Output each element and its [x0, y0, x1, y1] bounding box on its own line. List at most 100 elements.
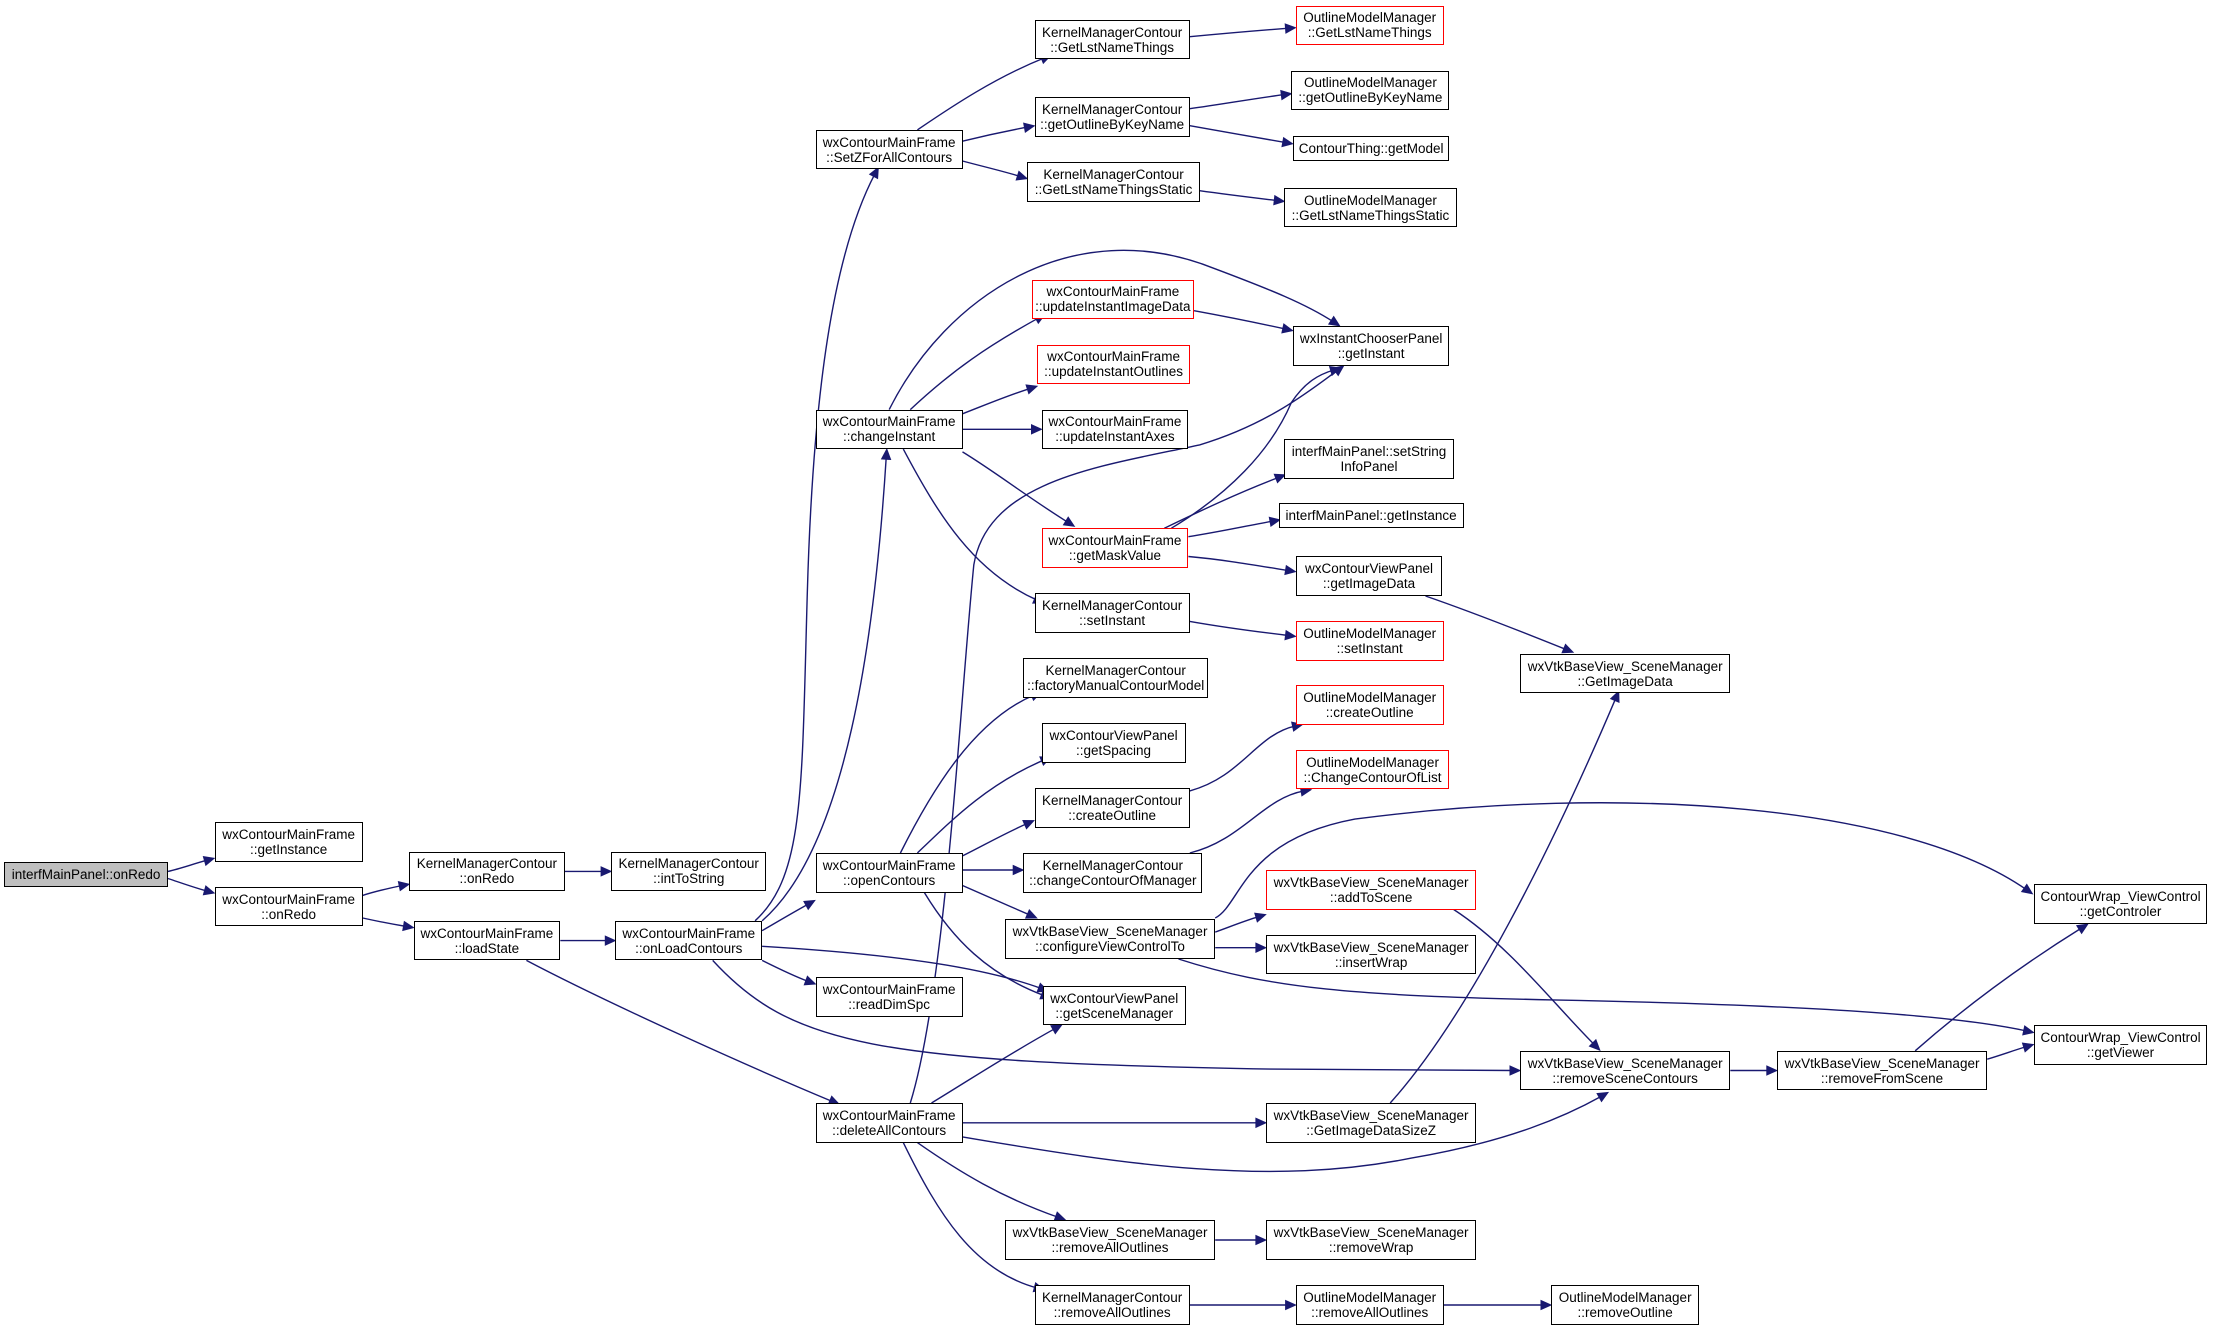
node-label-line: KernelManagerContour	[416, 856, 558, 872]
graph-node-sm-remove-scene-contours[interactable]: wxVtkBaseView_SceneManager::removeSceneC…	[1520, 1050, 1731, 1091]
call-edge	[761, 903, 810, 932]
arrowhead-icon	[2075, 923, 2089, 935]
graph-node-kmc-get-outline[interactable]: KernelManagerContour::getOutlineByKeyNam…	[1034, 97, 1190, 137]
node-label-line: OutlineModelManager	[1303, 1289, 1437, 1305]
graph-node-ct-get-model[interactable]: ContourThing::getModel	[1292, 135, 1450, 161]
arrowhead-icon	[2020, 883, 2034, 895]
graph-node-set-z[interactable]: wxContourMainFrame::SetZForAllContours	[815, 129, 963, 170]
node-label-line: wxVtkBaseView_SceneManager	[1273, 939, 1469, 955]
call-edge	[1214, 802, 2028, 919]
call-edge	[899, 694, 1035, 854]
graph-node-vp-get-image-data[interactable]: wxContourViewPanel::getImageData	[1295, 556, 1443, 596]
node-label-line: ::getSpacing	[1076, 742, 1152, 758]
graph-node-kmc-on-redo[interactable]: KernelManagerContour::onRedo	[409, 851, 565, 892]
graph-node-kmc-change-contour[interactable]: KernelManagerContour::changeContourOfMan…	[1023, 853, 1203, 893]
graph-node-om-create-outline[interactable]: OutlineModelManager::createOutline	[1295, 684, 1444, 725]
call-edge	[1189, 27, 1289, 38]
graph-node-read-dim-spc[interactable]: wxContourMainFrame::readDimSpc	[815, 977, 963, 1017]
node-label-line: wxContourMainFrame	[822, 982, 956, 998]
graph-node-cw-get-controler[interactable]: ContourWrap_ViewControl::getControler	[2033, 884, 2208, 924]
node-label-line: ContourWrap_ViewControl	[2040, 888, 2201, 904]
graph-node-sm-remove-all-outlines[interactable]: wxVtkBaseView_SceneManager::removeAllOut…	[1004, 1220, 1216, 1260]
graph-node-open-contours[interactable]: wxContourMainFrame::openContours	[815, 853, 963, 893]
arrowhead-icon	[1031, 424, 1043, 435]
call-edge	[754, 173, 876, 922]
graph-node-cw-get-viewer[interactable]: ContourWrap_ViewControl::getViewer	[2033, 1025, 2208, 1065]
graph-node-on-redo-m-f[interactable]: wxContourMainFrame::onRedo	[214, 886, 363, 927]
call-edge	[916, 759, 1045, 854]
graph-node-om-get-outline[interactable]: OutlineModelManager::getOutlineByKeyName	[1291, 70, 1450, 111]
node-label-line: interfMainPanel::onRedo	[11, 866, 161, 882]
graph-node-kmc-get-lst-static[interactable]: KernelManagerContour::GetLstNameThingsSt…	[1027, 162, 1200, 202]
call-edge	[1914, 927, 2083, 1052]
graph-node-upd-axes[interactable]: wxContourMainFrame::updateInstantAxes	[1041, 409, 1189, 450]
node-label-line: ::loadState	[454, 940, 520, 956]
arrowhead-icon	[402, 920, 415, 932]
graph-node-change-instant[interactable]: wxContourMainFrame::changeInstant	[815, 409, 963, 450]
call-edge	[909, 317, 1040, 411]
graph-node-kmc-factory[interactable]: KernelManagerContour::factoryManualConto…	[1023, 658, 1209, 698]
graph-node-upd-outlines[interactable]: wxContourMainFrame::updateInstantOutline…	[1037, 344, 1190, 385]
graph-node-om-get-lst[interactable]: OutlineModelManager::GetLstNameThings	[1295, 5, 1444, 46]
graph-node-kmc-create-outline[interactable]: KernelManagerContour::createOutline	[1034, 788, 1190, 828]
graph-node-im-get-instance[interactable]: interfMainPanel::getInstance	[1278, 502, 1464, 529]
graph-node-om-get-lst-static[interactable]: OutlineModelManager::GetLstNameThingsSta…	[1284, 187, 1457, 228]
node-label-line: wxContourMainFrame	[1046, 284, 1180, 300]
call-edge	[712, 959, 1514, 1072]
node-label-line: ::getImageData	[1322, 576, 1416, 592]
arrowhead-icon	[1284, 564, 1297, 576]
arrowhead-icon	[1284, 23, 1297, 34]
graph-node-kmc-get-lst[interactable]: KernelManagerContour::GetLstNameThings	[1034, 19, 1190, 60]
graph-node-sm-remove-from-scene[interactable]: wxVtkBaseView_SceneManager::removeFromSc…	[1776, 1050, 1988, 1091]
call-edge	[1425, 595, 1567, 651]
node-label-line: wxContourViewPanel	[1049, 727, 1178, 743]
node-label-line: ::intToString	[653, 871, 725, 887]
node-label-line: ::removeFromScene	[1820, 1070, 1944, 1086]
graph-node-kmc-remove-all-outlines[interactable]: KernelManagerContour::removeAllOutlines	[1034, 1285, 1190, 1325]
node-label-line: wxContourMainFrame	[1047, 349, 1180, 365]
node-label-line: wxVtkBaseView_SceneManager	[1784, 1055, 1980, 1071]
graph-node-delete-all[interactable]: wxContourMainFrame::deleteAllContours	[815, 1103, 963, 1143]
node-label-line: ::removeAllOutlines	[1311, 1304, 1429, 1320]
node-label-line: ::deleteAllContours	[832, 1122, 947, 1138]
call-edge	[917, 57, 1045, 131]
node-label-line: wxContourMainFrame	[1048, 414, 1182, 430]
graph-node-get-mask[interactable]: wxContourMainFrame::getMaskValue	[1041, 528, 1189, 568]
graph-node-get-instance-m-f[interactable]: wxContourMainFrame::getInstance	[214, 821, 363, 862]
graph-node-sm-remove-wrap[interactable]: wxVtkBaseView_SceneManager::removeWrap	[1265, 1220, 1477, 1260]
graph-node-om-set-instant[interactable]: OutlineModelManager::setInstant	[1295, 621, 1444, 661]
arrowhead-icon	[1280, 89, 1293, 101]
graph-node-sm-insert-wrap[interactable]: wxVtkBaseView_SceneManager::insertWrap	[1265, 934, 1477, 975]
arrowhead-icon	[600, 866, 613, 877]
graph-node-vp-get-spacing[interactable]: wxContourViewPanel::getSpacing	[1041, 723, 1186, 763]
graph-node-sm-get-image-data[interactable]: wxVtkBaseView_SceneManager::GetImageData	[1520, 653, 1731, 694]
graph-node-ic-get-instant[interactable]: wxInstantChooserPanel::getInstant	[1292, 326, 1450, 366]
arrowhead-icon	[1012, 864, 1025, 876]
call-edge	[909, 369, 1339, 1104]
graph-node-int-to-string[interactable]: KernelManagerContour::intToString	[611, 851, 767, 892]
graph-node-om-remove-outline[interactable]: OutlineModelManager::removeOutline	[1551, 1285, 1700, 1325]
call-edge	[962, 1095, 1603, 1173]
graph-node-load-state[interactable]: wxContourMainFrame::loadState	[413, 920, 561, 961]
arrowhead-icon	[1561, 643, 1575, 654]
graph-node-kmc-set-instant[interactable]: KernelManagerContour::setInstant	[1034, 593, 1190, 633]
arrowhead-icon	[202, 855, 216, 867]
arrowhead-icon	[803, 899, 816, 911]
graph-node-om-change-contour[interactable]: OutlineModelManager::ChangeContourOfList	[1295, 749, 1450, 790]
call-edge	[362, 917, 407, 928]
node-label-line: ::addToScene	[1329, 889, 1413, 905]
arrowhead-icon	[803, 975, 817, 986]
graph-node-sm-configure[interactable]: wxVtkBaseView_SceneManager::configureVie…	[1004, 919, 1216, 959]
graph-node-vp-get-scene-manager[interactable]: wxContourViewPanel::getSceneManager	[1042, 985, 1186, 1026]
arrowhead-icon	[1255, 942, 1268, 953]
graph-node-om-remove-all-outlines[interactable]: OutlineModelManager::removeAllOutlines	[1295, 1285, 1444, 1325]
node-label-line: ContourThing::getModel	[1298, 140, 1444, 156]
graph-node-root[interactable]: interfMainPanel::onRedo	[4, 861, 168, 887]
graph-node-on-load-contours[interactable]: wxContourMainFrame::onLoadContours	[615, 920, 763, 961]
graph-node-sm-get-image-data-size-z[interactable]: wxVtkBaseView_SceneManager::GetImageData…	[1265, 1103, 1477, 1143]
graph-node-sm-add-to-scene[interactable]: wxVtkBaseView_SceneManager::addToScene	[1265, 869, 1477, 910]
graph-node-upd-img-data[interactable]: wxContourMainFrame::updateInstantImageDa…	[1031, 279, 1194, 320]
call-edge	[1189, 125, 1286, 144]
arrowhead-icon	[880, 447, 892, 461]
